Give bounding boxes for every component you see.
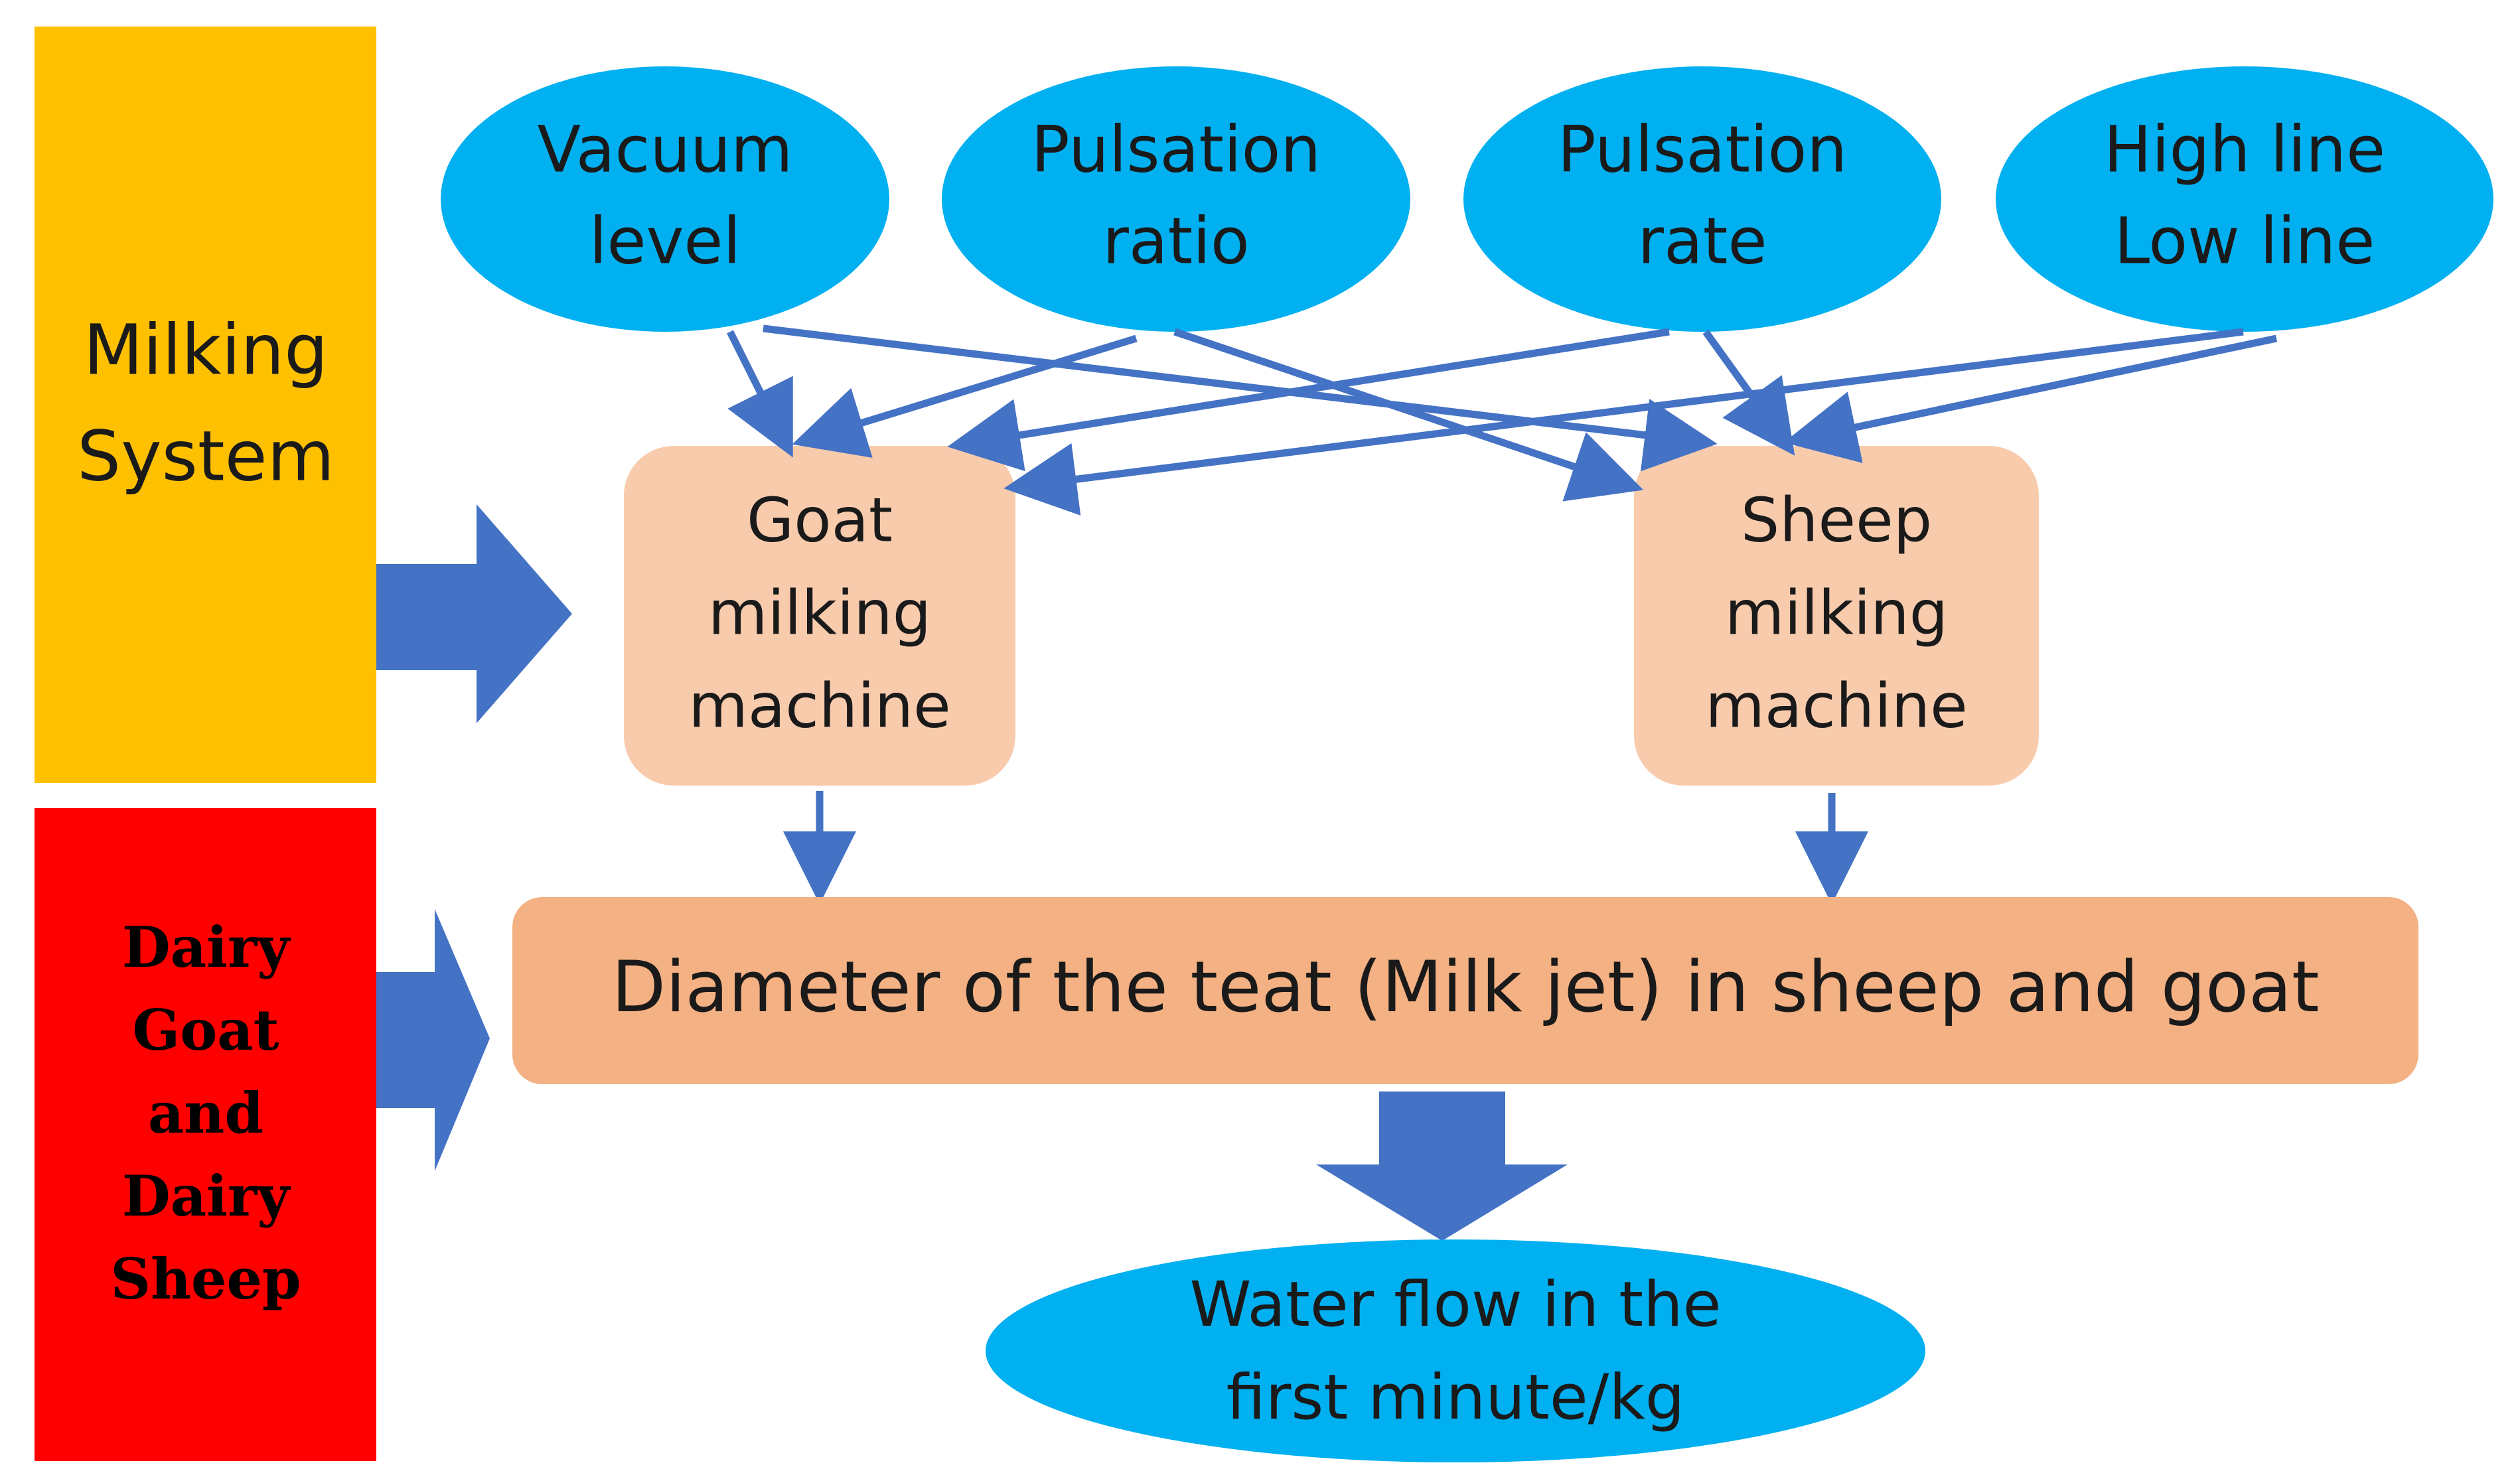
water-flow-label-line2: first minute/kg xyxy=(1226,1362,1685,1434)
sheep-machine-label-line2: milking xyxy=(1725,577,1948,648)
vacuum-level-label-line1: Vacuum xyxy=(537,112,792,186)
pulsation-rate-ellipse xyxy=(1463,66,1941,332)
dairy-panel xyxy=(35,808,376,1461)
milking-system-panel xyxy=(35,27,376,783)
pulsation-ratio-label-line1: Pulsation xyxy=(1031,112,1321,186)
milking-system-label-line1: Milking xyxy=(84,309,329,390)
arrow-vacuum-to-goat xyxy=(727,330,793,458)
teat-diameter-label: Diameter of the teat (Milk jet) in sheep… xyxy=(611,946,2319,1028)
pulsation-ratio-ellipse xyxy=(942,66,1410,332)
vacuum-level-ellipse xyxy=(441,66,889,332)
dairy-label-line5: Sheep xyxy=(110,1246,301,1312)
arrow-highlow-to-goat xyxy=(1003,328,2244,516)
teat-diameter-box xyxy=(512,897,2418,1084)
water-flow-ellipse xyxy=(986,1239,1925,1462)
arrow-vacuum-to-sheep xyxy=(763,324,1718,472)
goat-machine-label-line2: milking xyxy=(708,577,931,648)
milking-system-block-arrow xyxy=(376,504,572,723)
dairy-block-arrow xyxy=(376,909,490,1171)
high-low-line-ellipse xyxy=(1996,66,2493,332)
outcome-block-arrow xyxy=(1316,1091,1568,1241)
arrow-ratio-to-sheep xyxy=(1173,328,1644,502)
milking-system-label-line2: System xyxy=(77,415,334,496)
arrow-rate-to-goat xyxy=(947,328,1670,472)
sheep-machine-box xyxy=(1634,446,2039,786)
arrow-highlow-to-sheep xyxy=(1783,334,2278,463)
arrow-ratio-to-goat xyxy=(792,334,1138,458)
water-flow-label-line1: Water flow in the xyxy=(1189,1269,1721,1341)
pulsation-rate-label-line1: Pulsation xyxy=(1558,112,1847,186)
vacuum-level-label-line2: level xyxy=(589,204,741,278)
pulsation-rate-label-line2: rate xyxy=(1638,204,1767,278)
dairy-label-line1: Dairy xyxy=(122,914,291,980)
goat-machine-label-line3: machine xyxy=(688,670,950,741)
goat-machine-box xyxy=(624,446,1015,786)
sheep-machine-label-line1: Sheep xyxy=(1741,484,1932,555)
dairy-label-line4: Dairy xyxy=(122,1163,291,1229)
goat-machine-label-line1: Goat xyxy=(747,484,893,555)
arrow-rate-to-sheep xyxy=(1702,329,1795,456)
high-low-line-label-line1: High line xyxy=(2104,112,2385,186)
dairy-label-line2: Goat xyxy=(133,997,279,1063)
dairy-label-line3: and xyxy=(148,1080,263,1146)
high-low-line-label-line2: Low line xyxy=(2114,204,2375,278)
sheep-machine-label-line3: machine xyxy=(1705,670,1967,741)
pulsation-ratio-label-line2: ratio xyxy=(1102,204,1249,278)
